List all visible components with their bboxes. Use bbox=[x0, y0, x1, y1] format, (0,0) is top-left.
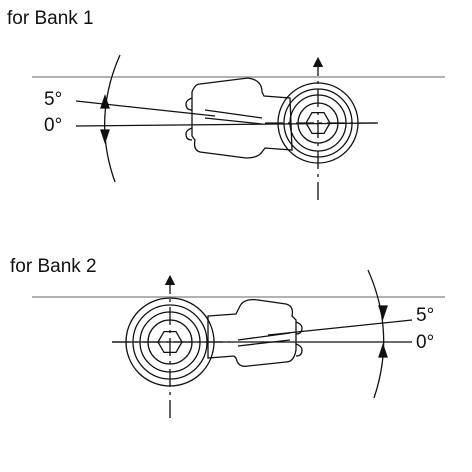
bank2-sensor-body bbox=[207, 298, 297, 367]
bank1-arc-arrow-lower bbox=[100, 129, 110, 145]
bank2-arc-arrow-lower bbox=[378, 342, 388, 358]
bank1-sensor-body bbox=[191, 77, 293, 159]
bank2-angle-lower-label: 0° bbox=[416, 332, 435, 353]
bank1-5deg-line bbox=[75, 100, 216, 117]
bank1-sensor-groove bbox=[204, 109, 263, 119]
bank1-angle-arc bbox=[104, 54, 121, 183]
bank2-sensor-notch bbox=[295, 321, 303, 335]
bank2-5deg-line bbox=[267, 319, 413, 336]
bank1-angle-upper-label: 5° bbox=[44, 89, 63, 110]
bank1-sensor-notch-2 bbox=[185, 127, 193, 141]
bank2-arc-arrow-upper bbox=[378, 305, 388, 321]
bank2-angle-arc bbox=[367, 269, 385, 399]
bank1-sensor-groove-2 bbox=[204, 117, 263, 125]
bank2-sensor-groove bbox=[237, 332, 291, 341]
bank1-angle-lower-label: 0° bbox=[44, 115, 63, 136]
bank1-diagram bbox=[32, 54, 445, 200]
bank1-title: for Bank 1 bbox=[7, 8, 94, 29]
bank2-sensor-notch-2 bbox=[295, 343, 303, 357]
bank2-sensor-groove-2 bbox=[237, 339, 291, 347]
bank2-diagram bbox=[32, 269, 445, 418]
bank1-sensor-notch bbox=[185, 97, 193, 111]
bank1-arc-arrow-upper bbox=[100, 93, 110, 109]
bank2-title: for Bank 2 bbox=[10, 256, 97, 277]
bank2-angle-upper-label: 5° bbox=[416, 305, 435, 326]
